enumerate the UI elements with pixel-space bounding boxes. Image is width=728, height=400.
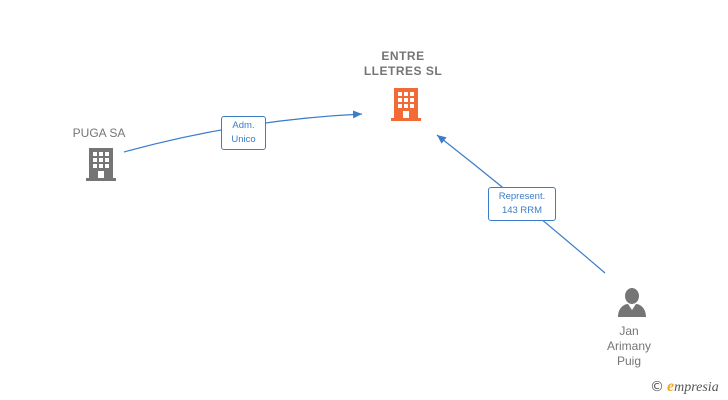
node-label-line: Arimany	[606, 339, 651, 353]
edge-label-line: Unico	[231, 134, 256, 145]
node-label-jan-arimany-puig[interactable]: Jan Arimany Puig	[589, 324, 669, 369]
node-label-entre-lletres[interactable]: ENTRE LLETRES SL	[343, 49, 463, 79]
edge-label-represent[interactable]: Represent. 143 RRM	[488, 187, 556, 221]
node-label-line: PUGA SA	[72, 126, 126, 140]
node-label-line: ENTRE	[381, 49, 425, 63]
node-label-line: Jan	[619, 324, 639, 338]
building-icon[interactable]	[389, 86, 423, 122]
node-label-puga-sa[interactable]: PUGA SA	[49, 126, 149, 141]
node-label-line: Puig	[616, 354, 642, 368]
watermark-e: e	[667, 378, 675, 395]
person-icon[interactable]	[616, 286, 648, 318]
node-label-line: LLETRES SL	[363, 64, 443, 78]
empresia-watermark: ©empresia	[650, 378, 719, 396]
edge-label-line: Represent.	[498, 191, 546, 202]
building-icon[interactable]	[84, 146, 118, 182]
edge-label-line: Adm.	[232, 120, 255, 131]
copyright-icon: ©	[650, 379, 664, 395]
watermark-text: mpresia	[674, 380, 719, 395]
edge-label-line: 143 RRM	[501, 205, 543, 216]
edge-label-adm-unico[interactable]: Adm. Unico	[221, 116, 266, 150]
